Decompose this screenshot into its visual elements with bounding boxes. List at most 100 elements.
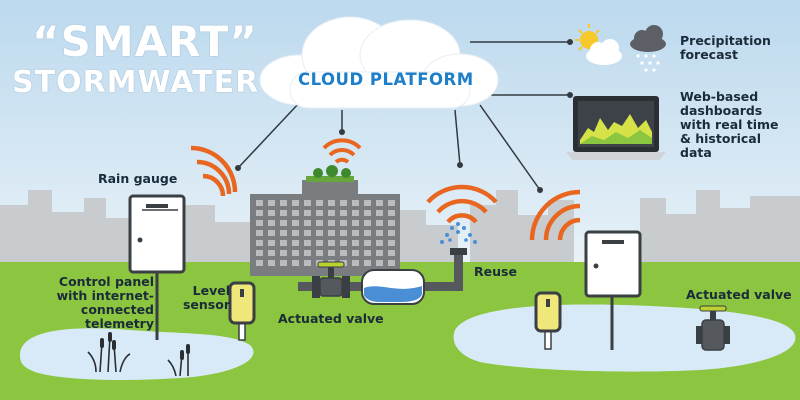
building-window [316,200,323,206]
dashboards-label: Web-based dashboards with real time & hi… [680,89,779,160]
building-window [328,220,335,226]
building-window [292,230,299,236]
building-window [256,260,263,266]
building-window [376,240,383,246]
building-window [388,260,395,266]
reuse-label: Reuse [474,264,517,279]
building-window [316,210,323,216]
building-window [292,210,299,216]
building-window [256,240,263,246]
title-line-2: STORMWATER [12,65,260,100]
building-window [328,230,335,236]
building-window [268,210,275,216]
building-window [328,210,335,216]
building-window [304,200,311,206]
building-window [268,230,275,236]
building-window [388,200,395,206]
building-window [340,200,347,206]
building-window [268,220,275,226]
rain-cloud-icon [630,25,666,72]
building-window [256,210,263,216]
cloud-platform-shape [259,16,499,109]
building-window [388,230,395,236]
building-window [340,230,347,236]
building-window [364,230,371,236]
pipe-system [298,248,467,305]
valve-icon [696,305,730,351]
building-window [292,220,299,226]
control-panel-right [584,230,642,350]
building-window [352,210,359,216]
building-window [316,250,323,256]
wifi-signal-icon [529,189,581,241]
building-window [316,220,323,226]
building-window [388,250,395,256]
building-window [376,210,383,216]
control-panel-label: Control panel with internet-connected te… [56,274,154,331]
building-window [304,210,311,216]
building-window [280,230,287,236]
building-window [304,240,311,246]
sun-cloud-icon [575,24,622,65]
building-window [352,250,359,256]
building-window [340,210,347,216]
building-window [256,230,263,236]
building-window [292,260,299,266]
building-window [304,260,311,266]
building-window [352,230,359,236]
building-window [256,200,263,206]
sprinkler-icon [440,222,477,244]
building-window [280,250,287,256]
building-window [256,220,263,226]
building-window [280,220,287,226]
building-window [352,260,359,266]
green-roof-building [250,165,400,276]
building-window [376,220,383,226]
building-window [376,260,383,266]
building-window [340,250,347,256]
building-window [280,240,287,246]
building-window [328,240,335,246]
building-window [376,200,383,206]
building-window [316,240,323,246]
level-sensor-left [228,281,256,341]
building-window [268,240,275,246]
building-window [280,210,287,216]
connector-lines [237,41,570,191]
wifi-signal-icon [190,145,238,197]
building-window [376,250,383,256]
building-window [328,250,335,256]
rain-gauge-label: Rain gauge [98,171,178,186]
level-sensor-right [534,291,562,350]
building-window [364,200,371,206]
cloud-platform-label: CLOUD PLATFORM [298,70,474,89]
building-window [364,240,371,246]
building-window [364,250,371,256]
actuated-valve-left-label: Actuated valve [278,311,384,326]
building-window [388,220,395,226]
pond-left [20,328,254,380]
building-window [352,220,359,226]
building-window [304,250,311,256]
rain-gauge-box [128,194,186,340]
building-window [364,220,371,226]
wifi-signal-icon [426,184,498,224]
tank-icon [361,269,425,305]
building-window [268,260,275,266]
valve-icon [312,261,350,298]
building-window [352,240,359,246]
building-window [364,210,371,216]
cattail-icon [100,332,190,360]
building-window [280,200,287,206]
building-window [316,230,323,236]
level-sensor-label: Level sensor [182,283,230,312]
building-window [352,200,359,206]
building-window [292,250,299,256]
building-window [364,260,371,266]
laptop-dashboard-icon [566,96,666,160]
building-window [256,250,263,256]
building-window [292,240,299,246]
building-window [268,250,275,256]
building-window [340,240,347,246]
